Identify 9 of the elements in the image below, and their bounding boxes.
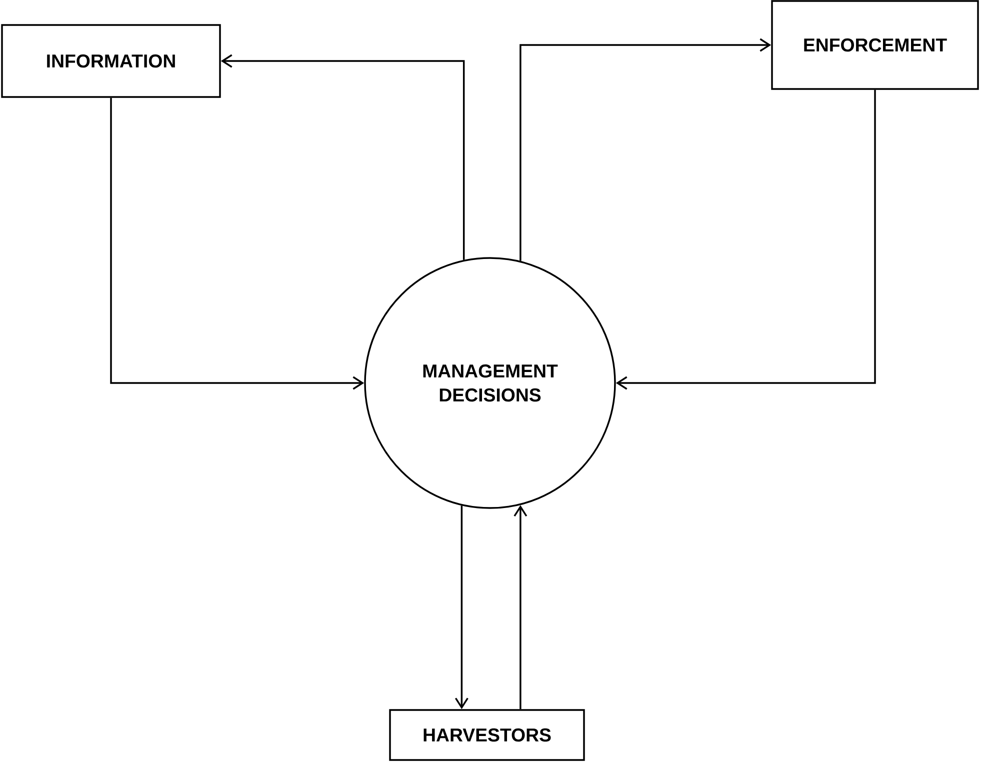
arrow <box>220 54 465 260</box>
arrow <box>110 98 364 390</box>
arrow <box>514 505 528 710</box>
arrow <box>616 90 876 390</box>
arrow <box>520 38 772 261</box>
arrow <box>454 506 468 710</box>
process-box: INFORMATION <box>1 24 221 98</box>
process-box: ENFORCEMENT <box>771 0 979 90</box>
process-box: HARVESTORS <box>389 709 585 761</box>
